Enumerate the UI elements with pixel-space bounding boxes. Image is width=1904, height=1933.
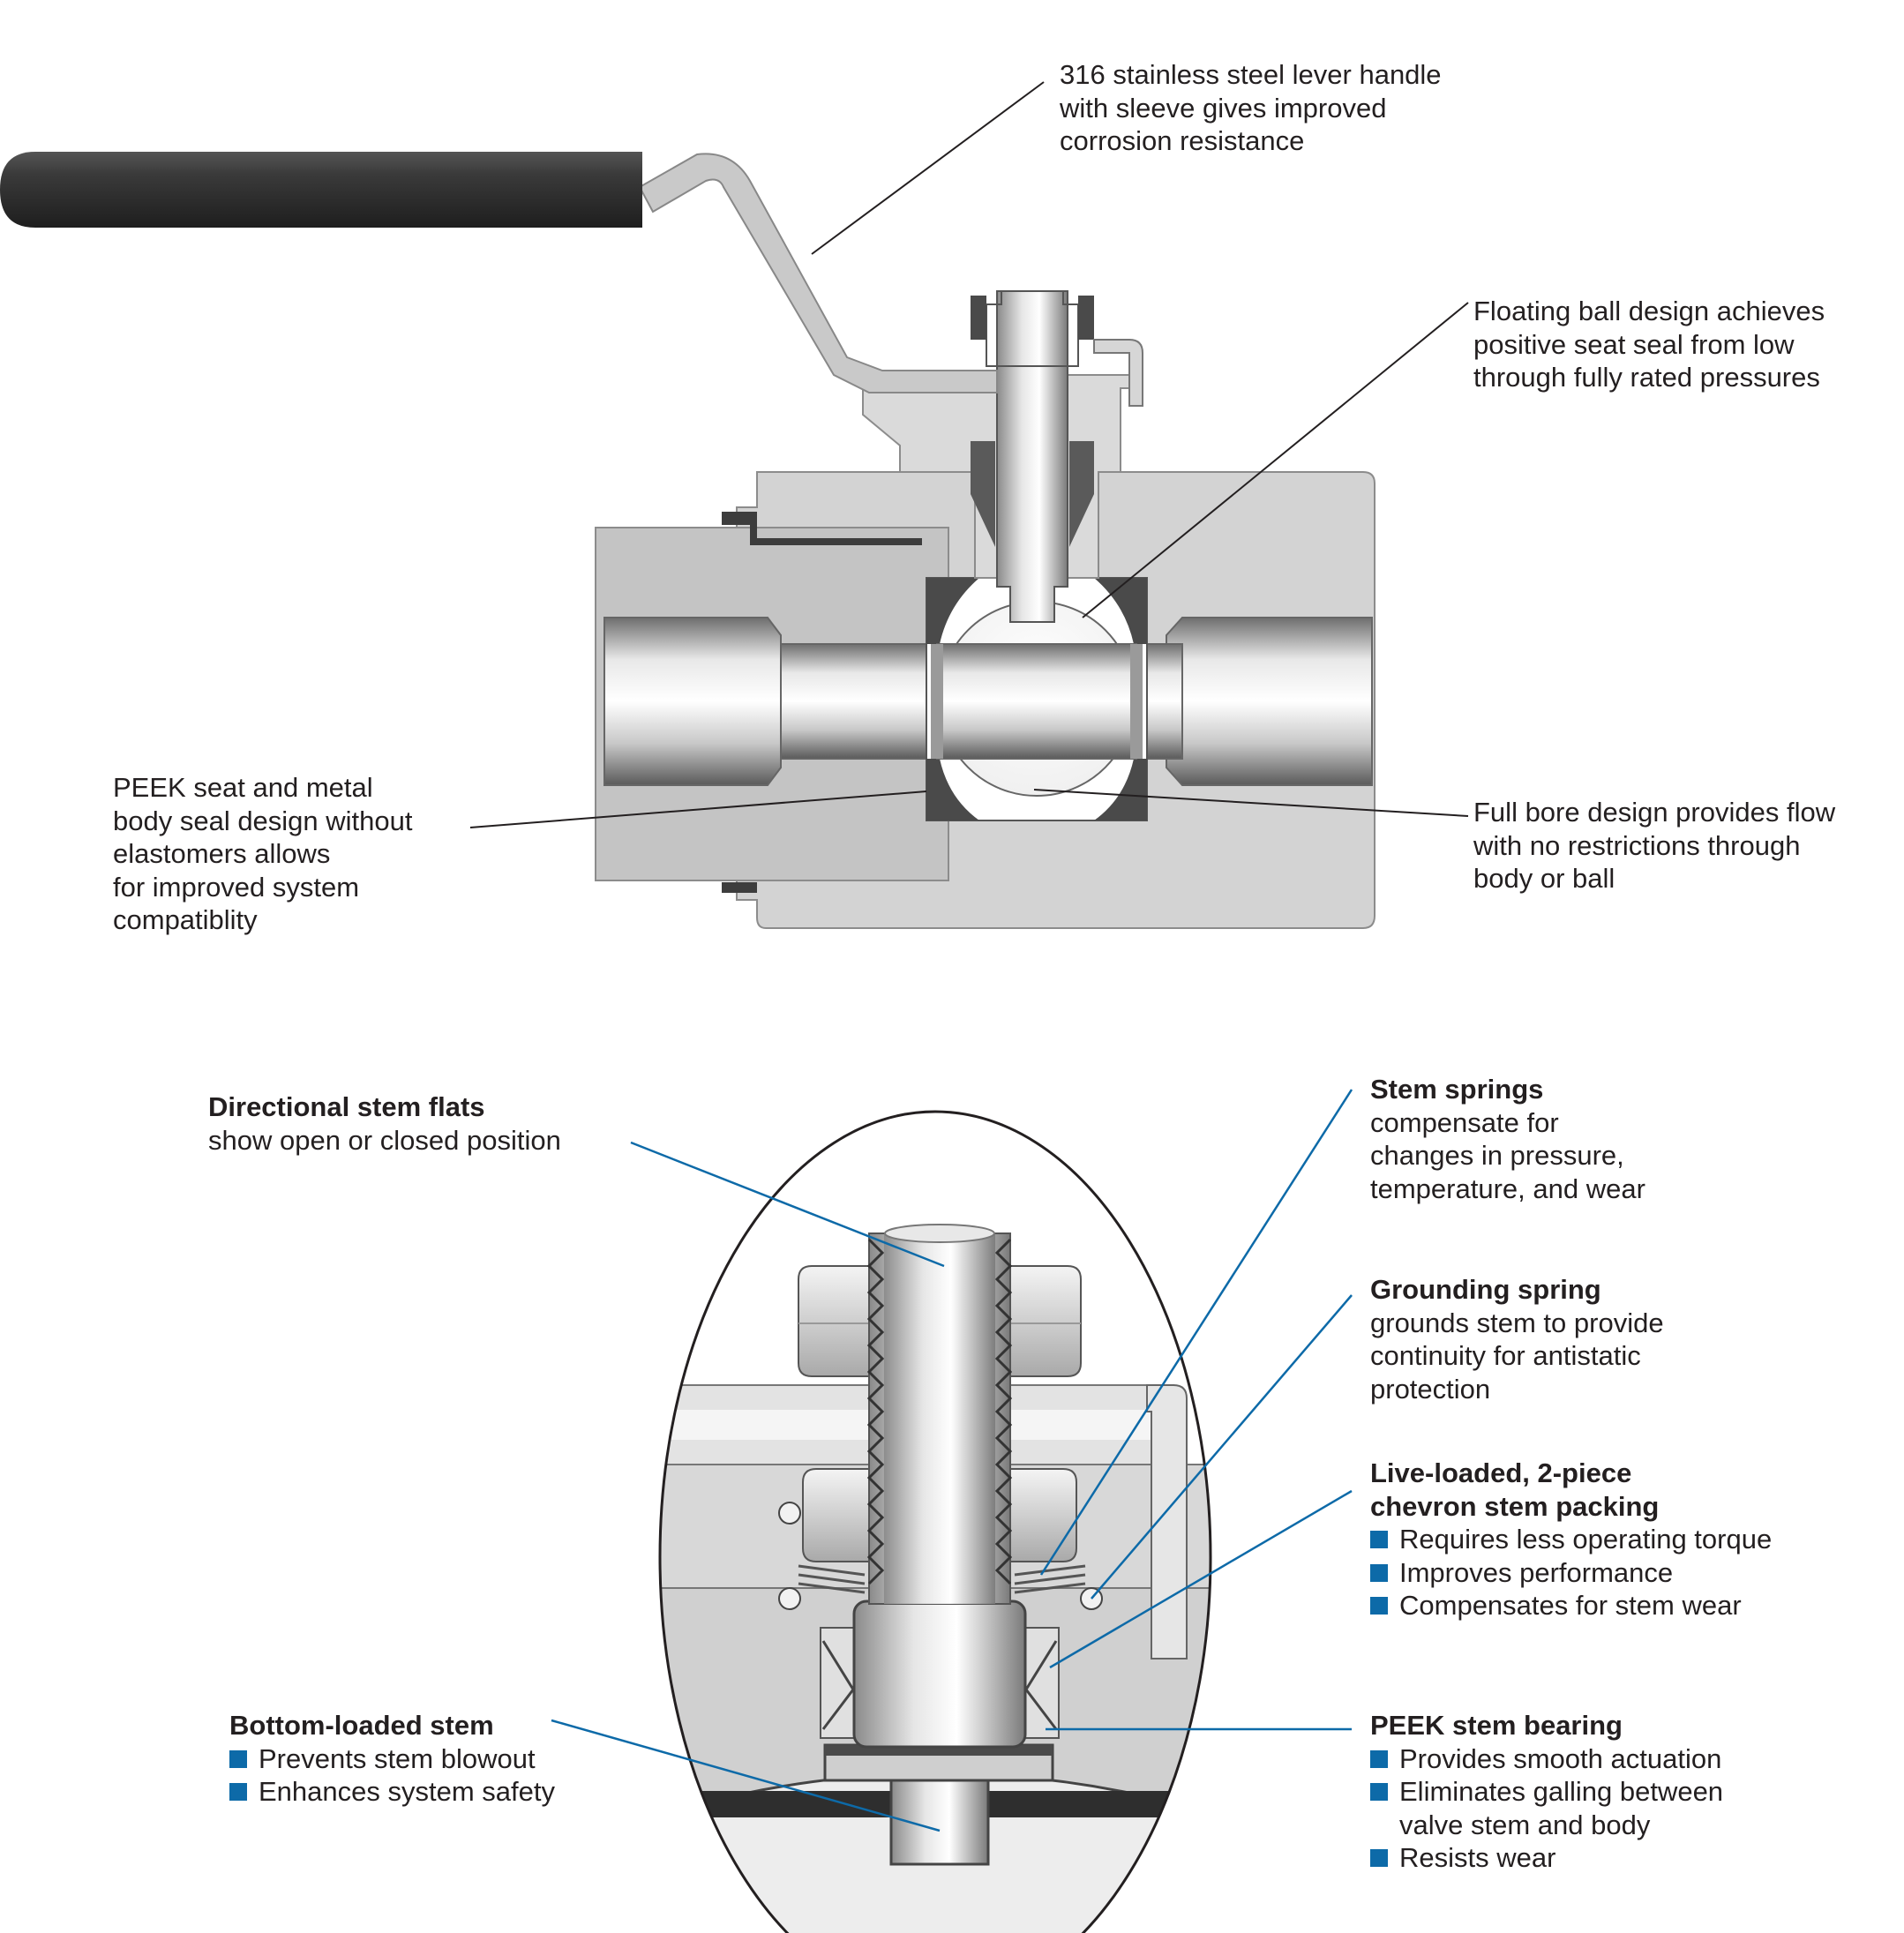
callout-text: protection (1370, 1373, 1491, 1405)
callout-text: elastomers allows (113, 838, 331, 869)
bullet-item: Compensates for stem wear (1370, 1589, 1772, 1622)
callout-peek-bearing: PEEK stem bearing Provides smooth actuat… (1370, 1709, 1723, 1875)
leader-lines-top (469, 81, 1469, 828)
callout-text: Floating ball design achieves (1473, 296, 1825, 326)
callout-text: Full bore design provides flow (1473, 797, 1836, 828)
packing-left (971, 441, 995, 547)
bullet-text: Requires less operating torque (1399, 1524, 1773, 1555)
square-bullet-icon (229, 1783, 247, 1801)
bullet-item: Resists wear (1370, 1841, 1723, 1875)
body-seal-top (722, 512, 922, 545)
lever-arm (638, 153, 998, 393)
callout-text: positive seat seal from low (1473, 328, 1795, 360)
callout-title: PEEK stem bearing (1370, 1710, 1623, 1741)
callout-stem-springs: Stem springs compensate for changes in p… (1370, 1073, 1645, 1205)
callout-full-bore: Full bore design provides flow with no r… (1473, 796, 1835, 895)
callout-text: continuity for antistatic (1370, 1340, 1641, 1371)
stem (996, 290, 1068, 623)
callout-text: with no restrictions through (1473, 829, 1801, 861)
callout-text: PEEK seat and metal (113, 772, 373, 803)
leader-lines-bottom (551, 1089, 1353, 1832)
callout-text: compatiblity (113, 904, 258, 935)
bullet-list: Requires less operating torque Improves … (1370, 1523, 1772, 1622)
square-bullet-icon (1370, 1597, 1388, 1615)
bullet-text: Provides smooth actuation (1399, 1742, 1722, 1774)
bullet-list: Prevents stem blowout Enhances system sa… (229, 1742, 555, 1809)
callout-text: through fully rated pressures (1473, 362, 1820, 393)
bullet-text-continued: valve stem and body (1399, 1809, 1651, 1840)
callout-text: show open or closed position (208, 1124, 561, 1156)
square-bullet-icon (1370, 1783, 1388, 1801)
bullet-item: Improves performance (1370, 1556, 1772, 1590)
detail-oval-outline (658, 1110, 1212, 1933)
valve-cross-section (0, 152, 1376, 929)
stop-bracket (1093, 339, 1143, 407)
threaded-stem (866, 1224, 1013, 1605)
packing-right (1069, 441, 1094, 547)
square-bullet-icon (229, 1749, 247, 1768)
square-bullet-icon (1370, 1849, 1388, 1867)
callout-title: Live-loaded, 2-piece (1370, 1457, 1632, 1488)
callout-bottom-stem: Bottom-loaded stem Prevents stem blowout… (229, 1709, 555, 1809)
callout-text: compensate for (1370, 1106, 1559, 1138)
left-port (603, 617, 782, 786)
bullet-item: Provides smooth actuation (1370, 1742, 1723, 1776)
callout-grounding-spring: Grounding spring grounds stem to provide… (1370, 1273, 1664, 1405)
lever-sleeve (0, 152, 642, 228)
callout-text: corrosion resistance (1060, 125, 1305, 156)
square-bullet-icon (1370, 1749, 1388, 1768)
bullet-text: Prevents stem blowout (259, 1742, 536, 1774)
bullet-text: Compensates for stem wear (1399, 1590, 1742, 1621)
callout-text: 316 stainless steel lever handle (1060, 59, 1442, 90)
detail-oval (658, 1110, 1212, 1933)
bullet-item: Prevents stem blowout (229, 1742, 555, 1776)
bullet-item: Enhances system safety (229, 1775, 555, 1809)
callout-text: with sleeve gives improved (1060, 92, 1387, 124)
square-bullet-icon (1370, 1563, 1388, 1582)
callout-text: changes in pressure, (1370, 1140, 1624, 1171)
stem-cylinder (852, 1600, 1027, 1749)
callout-chevron-packing: Live-loaded, 2-piece chevron stem packin… (1370, 1457, 1772, 1622)
peek-seat-left (926, 578, 979, 644)
callout-title: Directional stem flats (208, 1091, 485, 1122)
callout-title: chevron stem packing (1370, 1490, 1660, 1522)
stem-springs (798, 1564, 1086, 1594)
callout-text: temperature, and wear (1370, 1173, 1645, 1204)
bullet-text: Eliminates galling between (1399, 1776, 1724, 1807)
bullet-list: Provides smooth actuation Eliminates gal… (1370, 1742, 1723, 1875)
peek-seat-right (1094, 578, 1147, 644)
right-port (1166, 617, 1373, 786)
bullet-text: Improves performance (1399, 1556, 1674, 1588)
callout-title: Grounding spring (1370, 1274, 1601, 1305)
callout-text: grounds stem to provide (1370, 1307, 1664, 1338)
callout-floating-ball: Floating ball design achieves positive s… (1473, 295, 1825, 394)
callout-lever-handle: 316 stainless steel lever handle with sl… (1060, 58, 1442, 158)
ball-bore (936, 643, 1137, 760)
square-bullet-icon (1370, 1531, 1388, 1548)
callout-text: body or ball (1473, 863, 1615, 894)
callout-title: Stem springs (1370, 1074, 1544, 1105)
bullet-text: Enhances system safety (259, 1776, 555, 1807)
callout-stem-flats: Directional stem flats show open or clos… (208, 1090, 561, 1157)
stem-tang (889, 1779, 990, 1866)
right-bore (1142, 643, 1183, 760)
callout-text: for improved system (113, 871, 360, 903)
callout-title: Bottom-loaded stem (229, 1710, 494, 1741)
stem-nut (986, 290, 1079, 367)
left-bore (780, 643, 936, 760)
callout-text: body seal design without (113, 805, 413, 836)
callout-peek-seat: PEEK seat and metal body seal design wit… (113, 771, 413, 937)
bullet-text: Resists wear (1399, 1842, 1556, 1873)
bullet-item: Requires less operating torque (1370, 1523, 1772, 1556)
